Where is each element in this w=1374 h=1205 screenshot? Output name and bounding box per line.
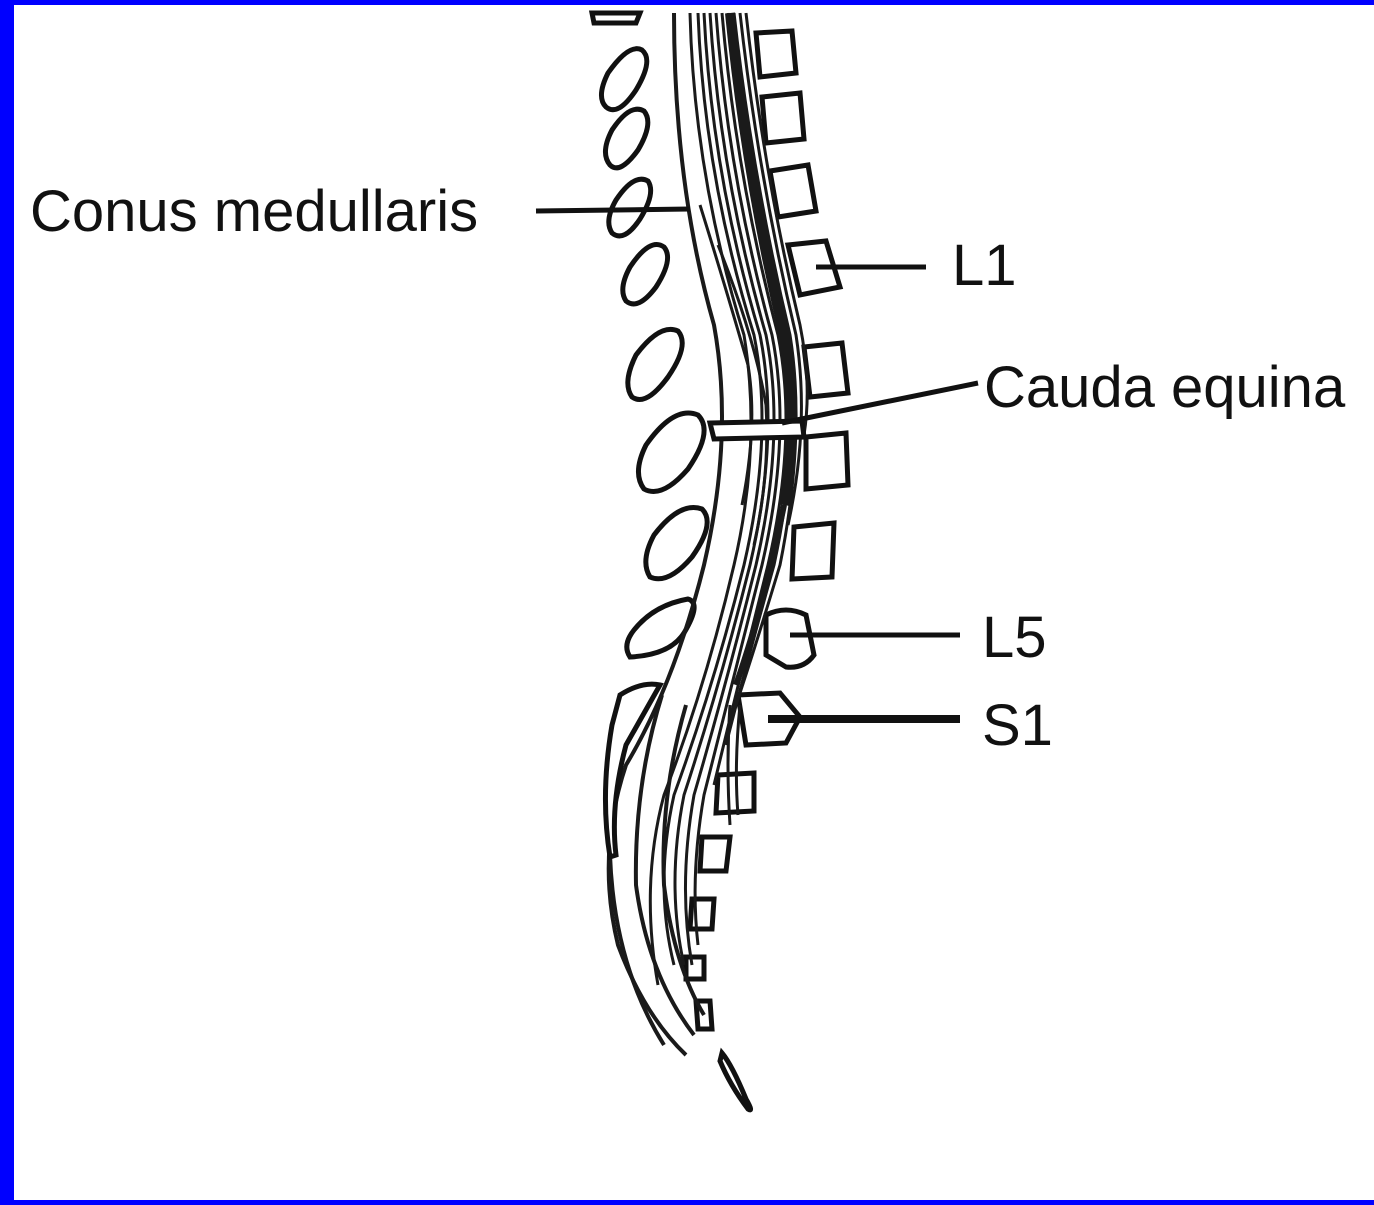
nerve-root bbox=[728, 705, 730, 825]
spinal-cord-diagram: Conus medullaris L1 Cauda equina L5 S1 bbox=[14, 5, 1374, 1205]
spinous-process bbox=[646, 507, 707, 578]
conus-medullaris-label: Conus medullaris bbox=[30, 179, 478, 244]
spinous-process bbox=[605, 109, 647, 168]
vertebral-body bbox=[806, 433, 848, 489]
spinous-process bbox=[601, 49, 646, 110]
l1-label: L1 bbox=[952, 233, 1017, 298]
vertebral-body bbox=[804, 343, 848, 397]
conus-leader-line bbox=[536, 209, 690, 211]
vertebral-body bbox=[766, 610, 814, 667]
cauda-equina-label: Cauda equina bbox=[984, 355, 1346, 420]
vertebral-body bbox=[762, 93, 804, 143]
l5-label: L5 bbox=[982, 605, 1047, 670]
vertebral-body bbox=[690, 899, 714, 929]
vertebral-body bbox=[686, 957, 704, 979]
spinous-process bbox=[623, 245, 668, 304]
vertebral-body bbox=[720, 1053, 751, 1110]
spinous-processes bbox=[592, 13, 707, 657]
spinous-process bbox=[638, 413, 704, 492]
vertebral-body bbox=[700, 837, 730, 871]
vertebral-body bbox=[770, 165, 816, 217]
vertebral-body bbox=[756, 31, 796, 77]
vertebral-body bbox=[792, 523, 834, 579]
spinous-process bbox=[592, 13, 640, 23]
sacral-outline bbox=[605, 684, 660, 857]
spinous-process bbox=[627, 599, 694, 657]
spinous-process bbox=[628, 329, 682, 399]
s1-label: S1 bbox=[982, 693, 1053, 758]
